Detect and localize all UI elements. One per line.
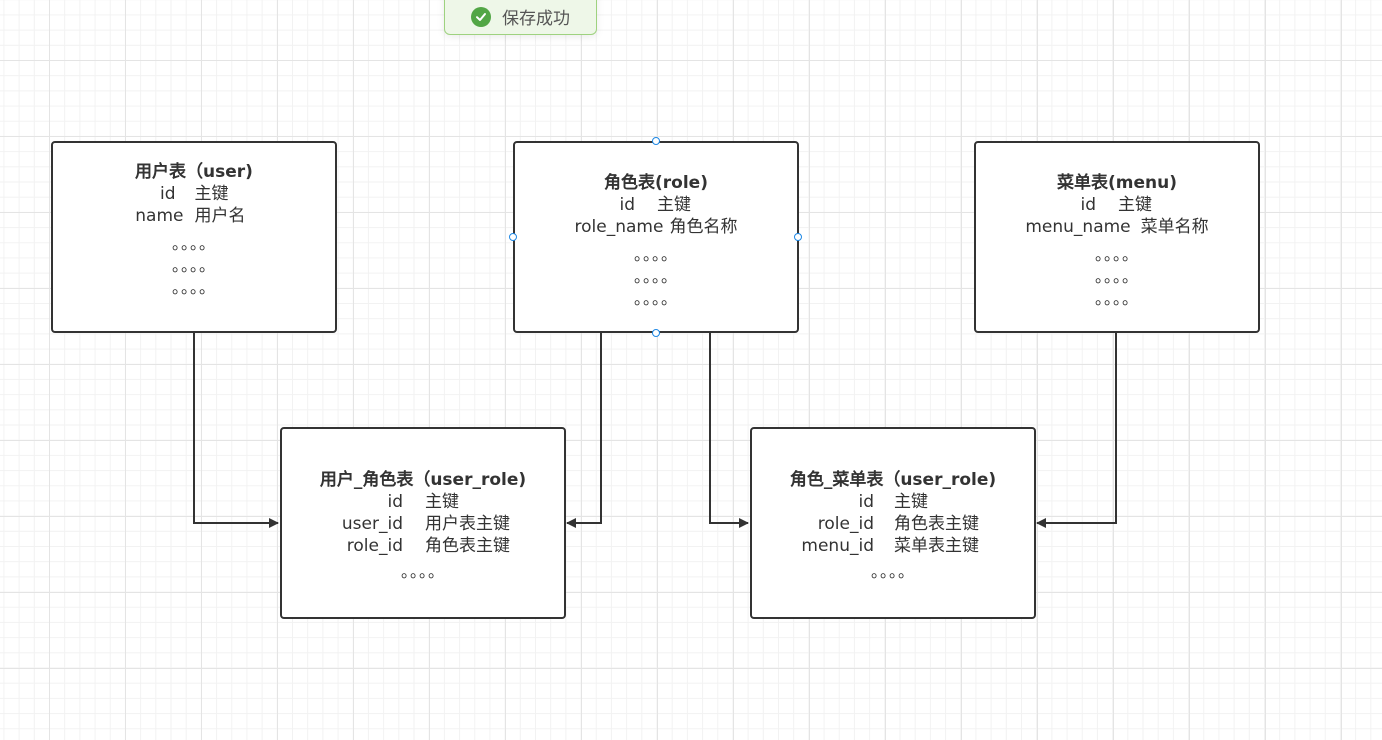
field-name: menu_name bbox=[1025, 217, 1131, 237]
ellipsis-row: 。。。。 bbox=[1094, 267, 1139, 286]
field-description: 主键 bbox=[1118, 195, 1152, 215]
field-name: id bbox=[159, 184, 176, 204]
field-description: 菜单名称 bbox=[1140, 217, 1209, 237]
ellipsis-row: 。。。。 bbox=[870, 562, 915, 581]
field-row: role_name 角色名称 bbox=[575, 216, 738, 238]
field-row: menu_name 菜单名称 bbox=[1025, 216, 1208, 238]
field-name: name bbox=[135, 206, 184, 226]
field-name: id bbox=[387, 492, 403, 512]
entity-menu[interactable]: 菜单表(menu) id 主键 menu_name 菜单名称 。。。。 。。。。… bbox=[974, 141, 1260, 333]
ellipsis-row: 。。。。 bbox=[171, 256, 216, 275]
field-name: id bbox=[858, 492, 874, 512]
field-description: 用户表主键 bbox=[425, 514, 510, 534]
entity-user-role[interactable]: 用户_角色表（user_role) id 主键 user_id 用户表主键 ro… bbox=[280, 427, 566, 619]
field-row: user_id 用户表主键 bbox=[329, 513, 517, 535]
resize-handle-top[interactable] bbox=[652, 137, 660, 145]
field-row: id 主键 bbox=[134, 183, 255, 205]
connector-role-to-user-role[interactable] bbox=[566, 332, 602, 528]
ellipsis-row: 。。。。 bbox=[633, 245, 678, 264]
field-name: id bbox=[1080, 195, 1096, 215]
field-row: menu_id 菜单表主键 bbox=[800, 535, 986, 557]
field-row: id 主键 bbox=[595, 194, 717, 216]
field-description: 角色表主键 bbox=[894, 514, 979, 534]
connector-menu-to-role-menu[interactable] bbox=[1036, 332, 1117, 528]
entity-title: 用户表（user) bbox=[135, 162, 253, 182]
field-row: id 主键 bbox=[329, 491, 517, 513]
field-description: 主键 bbox=[194, 184, 229, 204]
field-description: 菜单表主键 bbox=[894, 536, 979, 556]
field-row: id 主键 bbox=[1056, 194, 1178, 216]
toast-message: 保存成功 bbox=[502, 9, 570, 29]
resize-handle-bottom[interactable] bbox=[652, 329, 660, 337]
entity-title: 用户_角色表（user_role) bbox=[319, 470, 527, 490]
entity-title: 角色表(role) bbox=[604, 173, 708, 193]
entity-role-menu[interactable]: 角色_菜单表（user_role) id 主键 role_id 角色表主键 me… bbox=[750, 427, 1036, 619]
field-row: id 主键 bbox=[800, 491, 986, 513]
field-name: user_id bbox=[341, 514, 403, 534]
entity-title: 菜单表(menu) bbox=[1057, 173, 1177, 193]
field-name: id bbox=[619, 195, 635, 215]
field-description: 用户名 bbox=[194, 206, 246, 226]
field-name: menu_id bbox=[801, 536, 874, 556]
ellipsis-row: 。。。。 bbox=[633, 289, 678, 308]
ellipsis-row: 。。。。 bbox=[633, 267, 678, 286]
resize-handle-left[interactable] bbox=[509, 233, 517, 241]
check-circle-icon bbox=[471, 6, 491, 27]
ellipsis-row: 。。。。 bbox=[1094, 289, 1139, 308]
field-name: role_name bbox=[574, 217, 664, 237]
field-row: name 用户名 bbox=[134, 205, 255, 227]
field-row: role_id 角色表主键 bbox=[800, 513, 986, 535]
field-description: 角色名称 bbox=[669, 217, 738, 237]
field-name: role_id bbox=[346, 536, 403, 556]
field-description: 角色表主键 bbox=[425, 536, 510, 556]
save-success-toast: 保存成功 bbox=[444, 0, 597, 35]
connector-user-to-user-role[interactable] bbox=[193, 332, 279, 528]
entity-title: 角色_菜单表（user_role) bbox=[789, 470, 997, 490]
field-description: 主键 bbox=[657, 195, 691, 215]
field-name: role_id bbox=[817, 514, 874, 534]
field-row: role_id 角色表主键 bbox=[329, 535, 517, 557]
field-description: 主键 bbox=[894, 492, 928, 512]
entity-user[interactable]: 用户表（user) id 主键 name 用户名 。。。。 。。。。 。。。。 bbox=[51, 141, 337, 333]
ellipsis-row: 。。。。 bbox=[1094, 245, 1139, 264]
ellipsis-row: 。。。。 bbox=[171, 234, 216, 253]
entity-role[interactable]: 角色表(role) id 主键 role_name 角色名称 。。。。 。。。。… bbox=[513, 141, 799, 333]
field-description: 主键 bbox=[425, 492, 459, 512]
ellipsis-row: 。。。。 bbox=[400, 562, 445, 581]
ellipsis-row: 。。。。 bbox=[171, 278, 216, 297]
resize-handle-right[interactable] bbox=[794, 233, 802, 241]
connector-role-to-role-menu[interactable] bbox=[709, 332, 749, 528]
